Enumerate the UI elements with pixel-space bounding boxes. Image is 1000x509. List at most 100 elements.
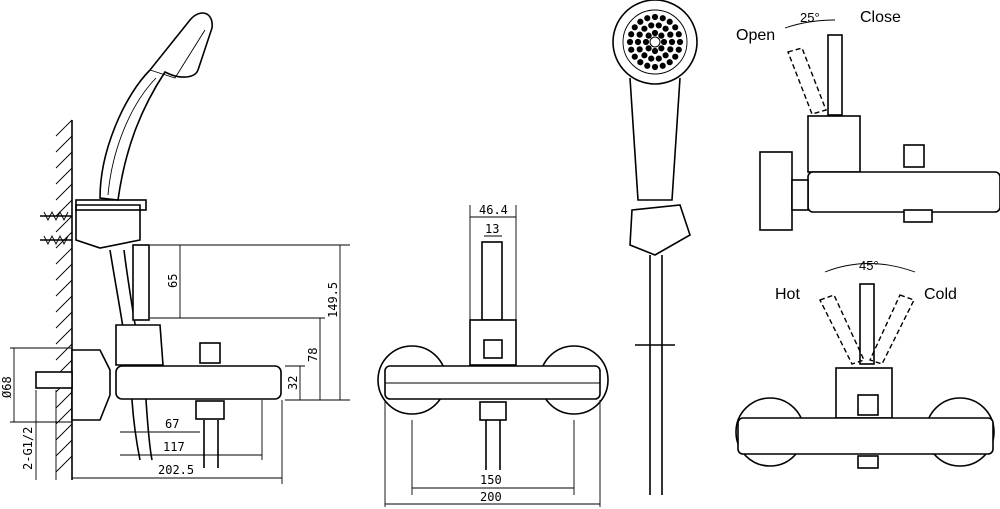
nozzle [644, 62, 651, 69]
dim-diameter-68: Ø68 [0, 376, 14, 398]
thread-connector [35, 371, 73, 389]
wall-connector [71, 349, 111, 421]
nozzle [636, 46, 643, 53]
lever-side-view: Open Close 25° [736, 9, 1000, 231]
spout-front [479, 401, 507, 421]
body-side [807, 171, 1000, 213]
hatch-line [55, 247, 73, 265]
dim-149-5: 149.5 [326, 282, 340, 318]
spout [195, 400, 225, 420]
nozzle [675, 31, 682, 38]
hatch-line [55, 151, 73, 169]
lever-body [115, 324, 164, 366]
mixer-body-front [384, 365, 601, 400]
nozzle [651, 13, 659, 21]
hot-label: Hot [775, 286, 800, 303]
hand-shower-front [612, 0, 698, 495]
nozzle [645, 45, 652, 52]
body-front-2 [737, 417, 994, 455]
hatch-line [55, 263, 73, 281]
hatch-line [55, 135, 73, 153]
riser-column [132, 244, 150, 321]
nozzle [658, 32, 665, 39]
nozzle [628, 31, 635, 38]
nozzle [637, 59, 644, 66]
nozzle [636, 31, 643, 38]
dim-117: 117 [163, 440, 185, 454]
spout-side [903, 209, 933, 223]
nozzle [655, 22, 662, 29]
nozzle [649, 36, 661, 48]
nozzle [666, 59, 673, 66]
close-label: Close [860, 9, 901, 26]
nozzle [641, 52, 648, 59]
shower-nozzles [626, 13, 684, 71]
shower-holder [75, 204, 141, 249]
nozzle [634, 38, 642, 46]
nozzle [668, 38, 676, 46]
diverter-knob-front [483, 339, 503, 359]
dim-200: 200 [480, 490, 502, 504]
dim-150: 150 [480, 473, 502, 487]
nozzle [626, 38, 634, 46]
mixer-body [115, 365, 282, 400]
nozzle [655, 55, 662, 62]
nozzle [637, 18, 644, 25]
nozzle [667, 31, 674, 38]
nozzle [672, 24, 679, 31]
hatch-line [55, 327, 73, 345]
nozzle [651, 47, 659, 55]
hatch-line [55, 199, 73, 217]
nozzle [644, 15, 651, 22]
holder-cap [75, 199, 147, 211]
riser [481, 241, 503, 321]
diverter-side [903, 144, 925, 168]
nozzle [648, 55, 655, 62]
cold-label: Cold [924, 286, 957, 303]
lever-base [807, 115, 861, 173]
dim-46-4: 46.4 [479, 203, 508, 217]
diverter-knob [199, 342, 221, 364]
hatch-line [55, 295, 73, 313]
hatch-line [55, 167, 73, 185]
dim-13: 13 [485, 222, 499, 236]
lever-closed [827, 34, 843, 116]
hatch-line [55, 311, 73, 329]
nozzle [659, 62, 666, 69]
nozzle [659, 15, 666, 22]
hatch-line [55, 279, 73, 297]
handle-inner-line [107, 77, 157, 196]
shower-holder-front [629, 204, 691, 256]
dim-32: 32 [286, 376, 300, 390]
shower-handle [629, 77, 681, 201]
front-view: 46.4 13 150 200 [377, 203, 609, 507]
nozzle [631, 24, 638, 31]
escutcheon-side [759, 151, 793, 231]
lever-center [859, 283, 875, 365]
hand-shower [99, 12, 213, 201]
lever-open-dashed [787, 47, 827, 115]
lever-hot-dashed [819, 294, 865, 365]
nozzle [672, 53, 679, 60]
hatch-line [55, 391, 73, 409]
nozzle [660, 38, 668, 46]
dim-78: 78 [306, 348, 320, 362]
nozzle [666, 18, 673, 25]
hatch-line [55, 423, 73, 441]
nozzle [651, 63, 659, 71]
spout-hose [203, 420, 219, 468]
hose-vertical [649, 255, 663, 495]
lever-front-view: Hot Cold 45° [735, 258, 995, 469]
dim-thread: 2-G1/2 [21, 427, 35, 470]
wall-hatching [55, 119, 73, 473]
nozzle [658, 45, 665, 52]
nozzle [641, 25, 648, 32]
hatch-line [55, 439, 73, 457]
hatch-line [55, 215, 73, 233]
nozzle [631, 53, 638, 60]
screw-icon [40, 210, 72, 246]
lever-cold-dashed [869, 294, 915, 365]
nozzle [676, 38, 684, 46]
nozzle [667, 46, 674, 53]
